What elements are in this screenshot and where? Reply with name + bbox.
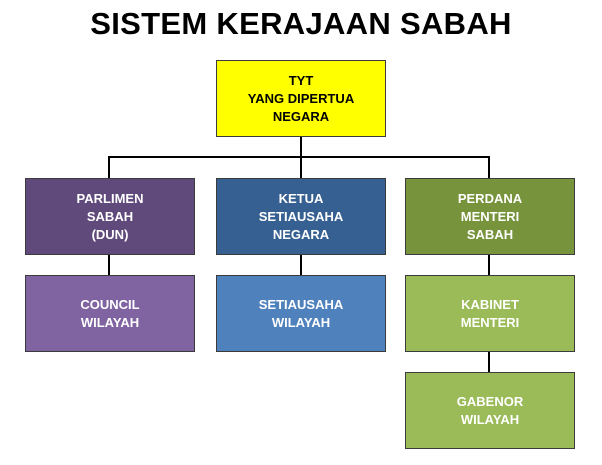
connector-perdana-kabinet xyxy=(488,254,490,276)
node-council: COUNCIL WILAYAH xyxy=(25,275,195,352)
connector-to-parlimen xyxy=(108,156,110,178)
node-ketua-setiausaha: KETUA SETIAUSAHA NEGARA xyxy=(216,178,386,255)
node-kabinet: KABINET MENTERI xyxy=(405,275,575,352)
node-gabenor: GABENOR WILAYAH xyxy=(405,372,575,449)
connector-horizontal-bar xyxy=(108,156,490,158)
diagram-title: SISTEM KERAJAAN SABAH xyxy=(90,6,512,41)
node-tyt: TYT YANG DIPERTUA NEGARA xyxy=(216,60,386,137)
connector-ketua-setiausaha xyxy=(300,254,302,276)
connector-tyt-down xyxy=(300,136,302,157)
connector-to-ketua xyxy=(300,156,302,178)
connector-kabinet-gabenor xyxy=(488,352,490,372)
connector-to-perdana xyxy=(488,156,490,178)
connector-parlimen-council xyxy=(108,254,110,276)
node-parlimen: PARLIMEN SABAH (DUN) xyxy=(25,178,195,255)
node-setiausaha-wilayah: SETIAUSAHA WILAYAH xyxy=(216,275,386,352)
node-perdana-menteri: PERDANA MENTERI SABAH xyxy=(405,178,575,255)
